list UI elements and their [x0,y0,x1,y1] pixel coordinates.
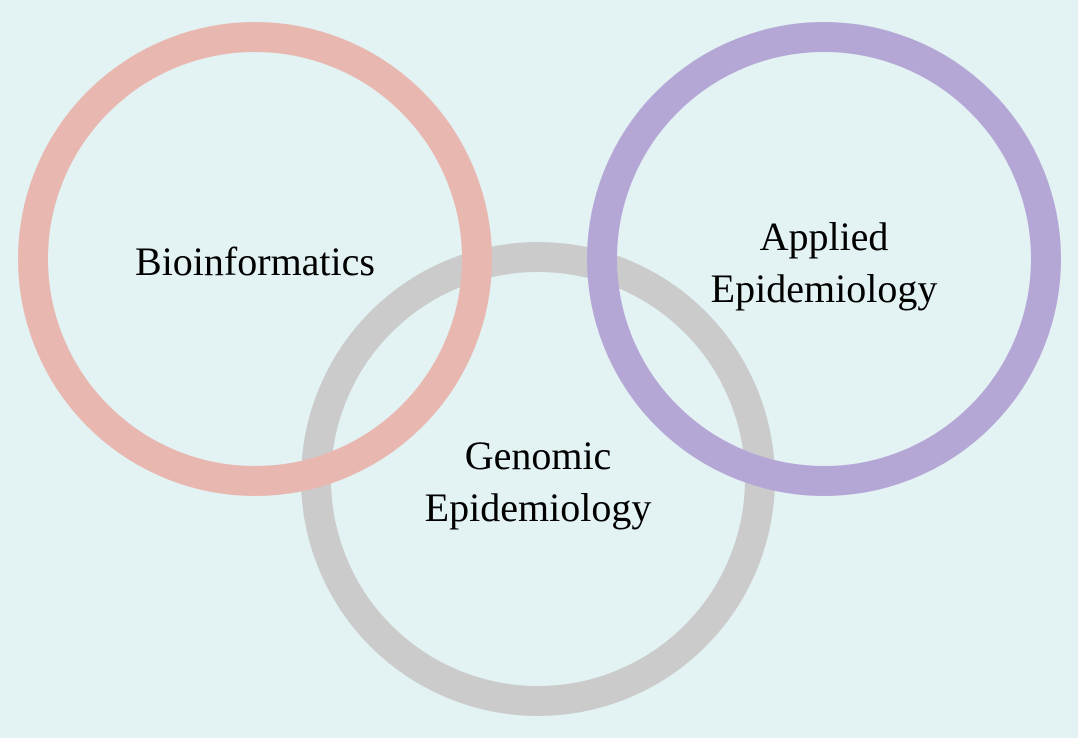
label-line: Epidemiology [424,485,652,530]
label-genomic-epidemiology: Genomic Epidemiology [338,430,738,534]
label-line: Applied [759,214,889,259]
label-applied-epidemiology: Applied Epidemiology [624,211,1024,315]
circle-applied-epidemiology [587,22,1061,496]
label-line: Genomic [464,433,612,478]
label-line: Bioinformatics [135,239,375,284]
label-bioinformatics: Bioinformatics [55,236,455,288]
label-line: Epidemiology [710,266,938,311]
circle-bioinformatics [18,22,492,496]
